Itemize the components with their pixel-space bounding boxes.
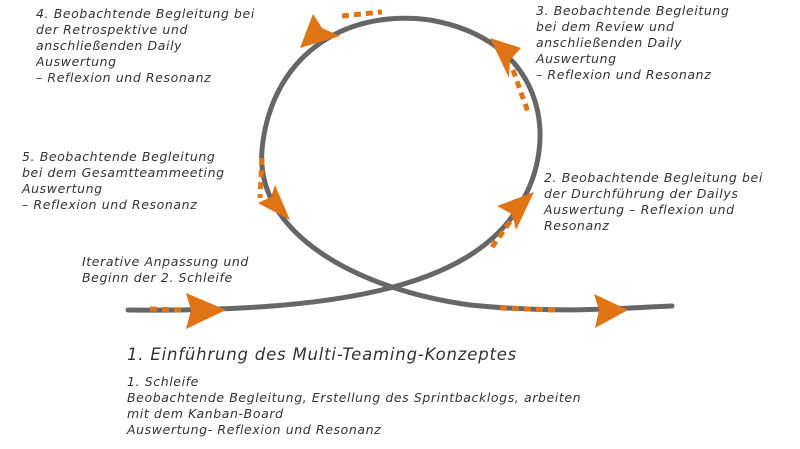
step4-line: anschließenden Daily [36,38,183,53]
step5-line: bei dem Gesamtteammeeting [22,165,225,180]
arrow-left [258,185,290,220]
step4-line: 4. Beobachtende Begleitung bei [36,6,255,21]
dash-accent-left [257,157,265,199]
step2-label: 2. Beobachtende Begleitung bei der Durch… [544,170,763,234]
step2-line: der Durchführung der Dailys [544,186,739,201]
step3-line: – Reflexion und Resonanz [536,67,712,82]
step3-line: 3. Beobachtende Begleitung [536,3,730,18]
step4-line: Auswertung [36,54,117,69]
loop-line [125,15,675,313]
arrow-right-lower [497,192,534,230]
step2-line: Resonanz [544,218,610,233]
step3-line: anschließenden Daily [536,35,683,50]
arrowheads [186,14,628,329]
step5-line: 5. Beobachtende Begleitung [22,149,216,164]
iterative-line: Iterative Anpassung und [82,254,249,269]
dash-accent-right-upper [510,69,531,113]
step2-line: 2. Beobachtende Begleitung bei [544,170,763,185]
step5-label: 5. Beobachtende Begleitung bei dem Gesam… [22,149,225,213]
step3-label: 3. Beobachtende Begleitung bei dem Revie… [536,3,729,83]
dash-accent-bottom-right [499,305,557,313]
step1-label: 1. Schleife Beobachtende Begleitung, Ers… [127,374,581,438]
step3-line: Auswertung [536,51,617,66]
dash-accent-bottom-left [149,306,187,313]
arrow-right-upper [490,38,521,78]
iterative-line: Beginn der 2. Schleife [82,270,233,285]
dash-accent-right-lower [487,210,520,252]
dashed-accents [149,9,557,313]
step1-line: mit dem Kanban-Board [127,406,284,421]
arrow-bottom-right [594,294,628,328]
step5-line: Auswertung [22,181,103,196]
step2-line: Auswertung – Reflexion und [544,202,735,217]
dash-accent-top [341,9,383,19]
step4-label: 4. Beobachtende Begleitung bei der Retro… [36,6,255,86]
step1-line: Beobachtende Begleitung, Erstellung des … [127,390,582,405]
step1-line: Auswertung- Reflexion und Resonanz [127,422,382,437]
step5-line: – Reflexion und Resonanz [22,197,198,212]
main-title: 1. Einführung des Multi-Teaming-Konzepte… [127,345,518,364]
step3-line: bei dem Review und [536,19,675,34]
arrow-top-left [300,14,340,48]
iterative-label: Iterative Anpassung und Beginn der 2. Sc… [82,254,249,286]
step4-line: – Reflexion und Resonanz [36,70,212,85]
arrow-bottom-left [186,293,226,329]
step4-line: der Retrospektive und [36,22,188,37]
step1-line: 1. Schleife [127,374,199,389]
